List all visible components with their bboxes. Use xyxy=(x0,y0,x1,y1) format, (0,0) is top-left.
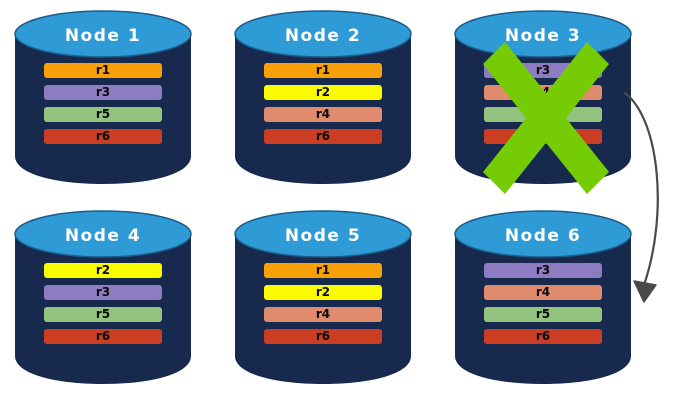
replica-bar[interactable]: r5 xyxy=(484,107,602,122)
cylinder-top-ellipse xyxy=(454,210,632,258)
replica-bar[interactable]: r2 xyxy=(264,85,382,100)
replica-bar[interactable]: r4 xyxy=(264,307,382,322)
replica-bar[interactable]: r6 xyxy=(44,329,162,344)
replica-bar[interactable]: r6 xyxy=(264,129,382,144)
replica-bar[interactable]: r1 xyxy=(264,63,382,78)
replica-bar[interactable]: r5 xyxy=(484,307,602,322)
replica-bar[interactable]: r3 xyxy=(44,285,162,300)
node-6-replica-list: r3 r4 r5 r6 xyxy=(484,263,602,351)
replica-bar[interactable]: r4 xyxy=(484,85,602,100)
node-2-replica-list: r1 r2 r4 r6 xyxy=(264,63,382,151)
cylinder-top-ellipse xyxy=(14,10,192,58)
replica-bar[interactable]: r3 xyxy=(44,85,162,100)
replica-bar[interactable]: r6 xyxy=(264,329,382,344)
replica-bar[interactable]: r6 xyxy=(44,129,162,144)
cylinder-top-ellipse xyxy=(454,10,632,58)
replica-bar[interactable]: r4 xyxy=(264,107,382,122)
replica-bar[interactable]: r2 xyxy=(44,263,162,278)
replica-bar[interactable]: r2 xyxy=(264,285,382,300)
replica-bar[interactable]: r5 xyxy=(44,307,162,322)
cylinder-top-ellipse xyxy=(234,10,412,58)
replica-bar[interactable]: r1 xyxy=(44,63,162,78)
cylinder-top-ellipse xyxy=(234,210,412,258)
replica-bar[interactable]: r6 xyxy=(484,329,602,344)
node-1-replica-list: r1 r3 r5 r6 xyxy=(44,63,162,151)
node-5-replica-list: r1 r2 r4 r6 xyxy=(264,263,382,351)
replica-bar[interactable]: r3 xyxy=(484,263,602,278)
replica-bar[interactable]: r4 xyxy=(484,285,602,300)
replica-bar[interactable]: r3 xyxy=(484,63,602,78)
replica-bar[interactable]: r1 xyxy=(264,263,382,278)
node-4-replica-list: r2 r3 r5 r6 xyxy=(44,263,162,351)
replica-bar[interactable]: r5 xyxy=(44,107,162,122)
replica-bar[interactable]: r6 xyxy=(484,129,602,144)
node-3-replica-list: r3 r4 r5 r6 xyxy=(484,63,602,151)
cylinder-top-ellipse xyxy=(14,210,192,258)
